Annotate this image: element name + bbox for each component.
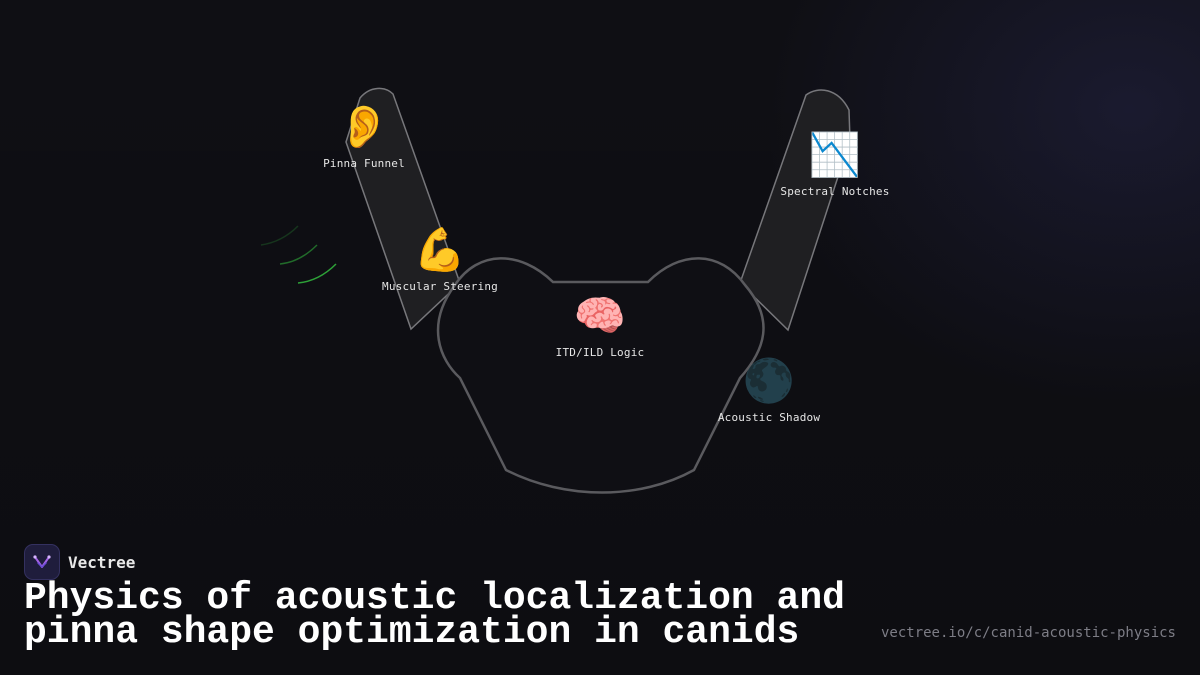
chart-decreasing-icon: 📉	[808, 130, 862, 179]
node-label: Muscular Steering	[382, 280, 498, 293]
ear-icon: 👂	[337, 102, 391, 151]
title-line-1: Physics of acoustic localization and	[24, 577, 845, 620]
sound-wave-3	[297, 263, 337, 284]
source-url-link[interactable]: vectree.io/c/canid-acoustic-physics	[880, 625, 1176, 641]
node-muscular-steering: 💪 Muscular Steering	[382, 225, 498, 294]
node-label: Spectral Notches	[780, 185, 890, 198]
sound-wave-1	[260, 225, 299, 246]
page-title: Physics of acoustic localization and pin…	[24, 577, 864, 654]
sound-wave-2	[279, 244, 318, 265]
brand-name: Vectree	[68, 552, 136, 572]
brand[interactable]: Vectree	[24, 544, 135, 580]
node-spectral-notches: 📉 Spectral Notches	[780, 130, 890, 199]
flexed-biceps-icon: 💪	[413, 225, 467, 274]
node-pinna-funnel: 👂 Pinna Funnel	[323, 102, 405, 171]
title-line-2: pinna shape optimization in canids	[24, 611, 800, 654]
node-label: ITD/ILD Logic	[555, 346, 645, 359]
node-label: Acoustic Shadow	[717, 411, 821, 424]
vectree-logo-icon	[24, 544, 60, 580]
node-label: Pinna Funnel	[323, 157, 405, 170]
left-ear-shape	[345, 87, 461, 331]
node-itd-ild-logic: 🧠 ITD/ILD Logic	[555, 291, 645, 360]
brain-icon: 🧠	[573, 291, 627, 340]
new-moon-icon: 🌑	[742, 356, 796, 405]
head-outline	[436, 257, 765, 494]
right-ear-shape	[739, 89, 851, 332]
node-acoustic-shadow: 🌑 Acoustic Shadow	[717, 356, 821, 425]
